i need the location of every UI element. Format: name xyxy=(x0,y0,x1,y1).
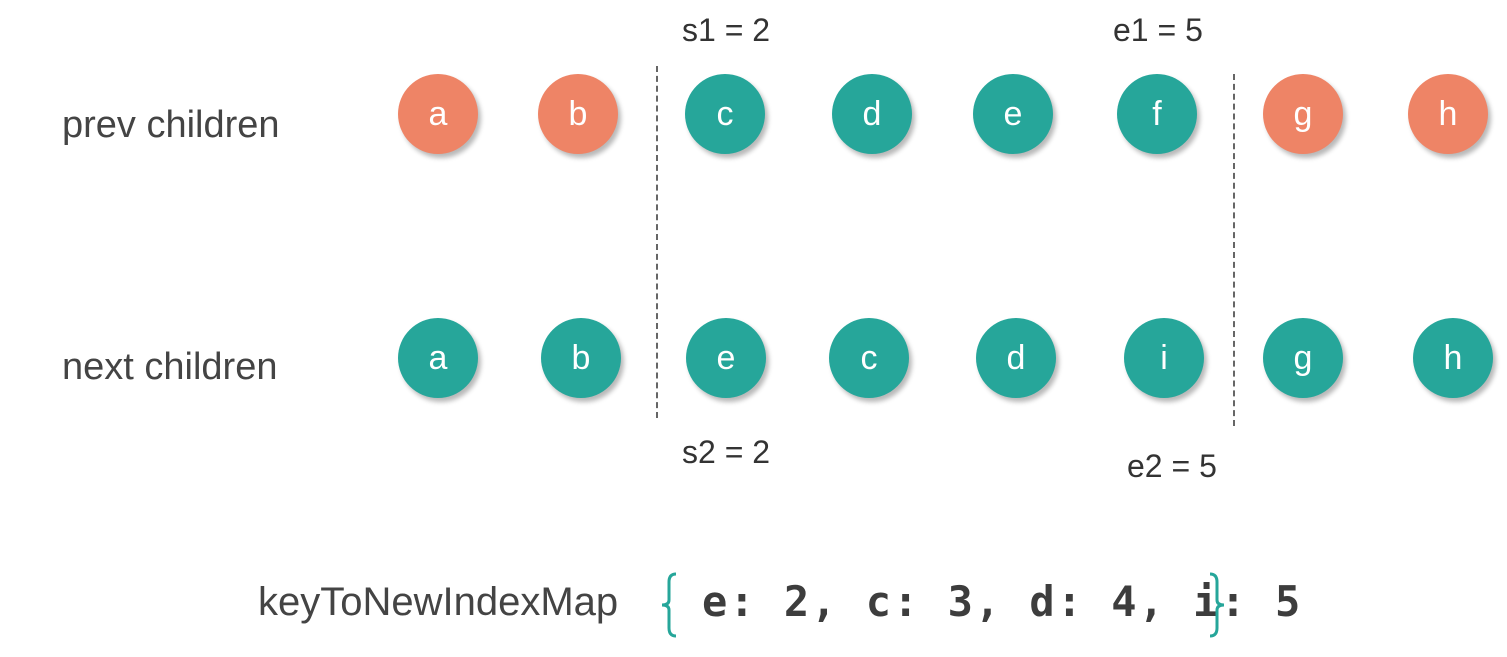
key-to-new-index-map-label: keyToNewIndexMap xyxy=(258,580,619,624)
prev-node-h: h xyxy=(1408,74,1488,154)
next-node-d: d xyxy=(976,318,1056,398)
next-node-i: i xyxy=(1124,318,1204,398)
s1-label: s1 = 2 xyxy=(682,12,771,48)
prev-node-a: a xyxy=(398,74,478,154)
prev-node-d: d xyxy=(832,74,912,154)
e1-label: e1 = 5 xyxy=(1113,12,1203,48)
prev-children-label: prev children xyxy=(62,104,280,146)
prev-node-g: g xyxy=(1263,74,1343,154)
next-node-c: c xyxy=(829,318,909,398)
prev-node-e: e xyxy=(973,74,1053,154)
next-node-e: e xyxy=(686,318,766,398)
prev-node-f: f xyxy=(1117,74,1197,154)
left-brace xyxy=(661,572,677,638)
right-brace xyxy=(1209,572,1225,638)
next-node-a: a xyxy=(398,318,478,398)
map-content: e: 2, c: 3, d: 4, i: 5 xyxy=(702,577,1303,626)
next-node-g: g xyxy=(1263,318,1343,398)
prev-node-b: b xyxy=(538,74,618,154)
start-boundary-line xyxy=(656,66,658,418)
s2-label: s2 = 2 xyxy=(682,434,771,470)
prev-node-c: c xyxy=(685,74,765,154)
next-children-label: next children xyxy=(62,346,278,388)
end-boundary-line xyxy=(1233,74,1235,426)
e2-label: e2 = 5 xyxy=(1127,448,1217,484)
next-node-h: h xyxy=(1413,318,1493,398)
next-node-b: b xyxy=(541,318,621,398)
